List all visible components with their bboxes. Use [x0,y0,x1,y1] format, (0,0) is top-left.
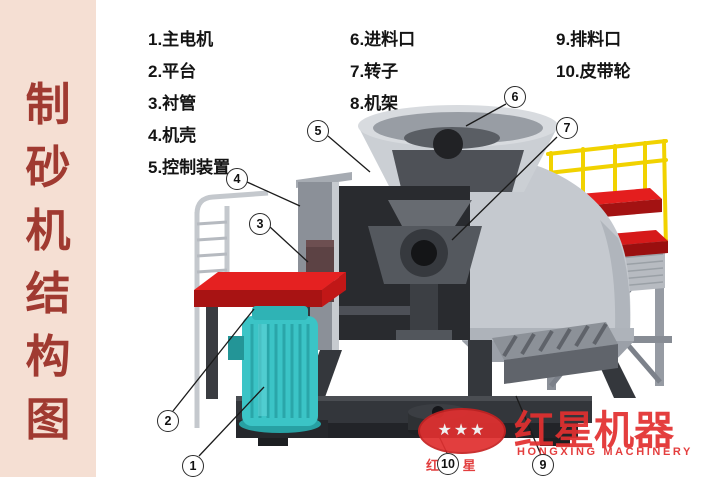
legend-item-1: 1.主电机 [148,30,214,49]
legend-item-6: 6.进料口 [350,30,416,49]
feed-hopper [358,105,558,192]
callout-2: 2 [157,410,179,432]
brand-name: 红星机器 [514,409,674,453]
feed-inlet [433,129,463,159]
legend-item-3: 3.衬管 [148,94,197,113]
title-char: 砂 [25,143,71,193]
legend-item-10: 10.皮带轮 [556,62,631,81]
legend-item-9: 9.排料口 [556,30,622,49]
title-char: 结 [25,269,71,319]
leader-line-9 [515,395,542,456]
leader-line-6 [465,103,507,127]
callout-4: 4 [226,168,248,190]
title-char: 图 [25,395,71,445]
leader-line-7 [451,136,558,241]
legend-item-8: 8.机架 [350,94,399,113]
leader-lines [172,103,558,457]
legend-item-7: 7.转子 [350,62,399,81]
leader-line-2 [172,308,255,412]
main-motor [228,306,328,438]
star-icons: ★★★ [437,422,487,439]
leader-line-1 [198,386,265,457]
title-char: 机 [25,206,71,256]
rotor-shaft [410,284,438,336]
callout-3: 3 [249,213,271,235]
discharge-chute [492,322,618,384]
title-char: 制 [25,80,71,130]
brand-logo-oval: ★★★ [418,408,506,454]
leader-line-4 [246,181,301,207]
callout-5: 5 [307,120,329,142]
leader-line-3 [269,226,309,263]
callout-1: 1 [182,455,204,477]
callout-9: 9 [532,454,554,476]
leader-line-5 [327,135,371,173]
legend-item-5: 5.控制装置 [148,158,231,177]
callout-7: 7 [556,117,578,139]
legend-item-2: 2.平台 [148,62,197,81]
brand-name-en: HONGXING MACHINERY [517,446,693,458]
vertical-title: 制 砂 机 结 构 图 [0,0,96,477]
callout-6: 6 [504,86,526,108]
legend-column-2: 6.进料口 7.转子 8.机架 [350,24,415,120]
title-char: 构 [25,332,71,382]
legend-column-1: 1.主电机 2.平台 3.衬管 4.机壳 5.控制装置 [148,24,230,184]
ladder-icon [194,190,269,428]
legend-column-3: 9.排料口 10.皮带轮 [556,24,631,88]
callout-10: 10 [437,453,459,475]
brand-watermark: ★★★ 红 星 红星机器 HONGXING MACHINERY [410,398,716,477]
legend-item-4: 4.机壳 [148,126,197,145]
